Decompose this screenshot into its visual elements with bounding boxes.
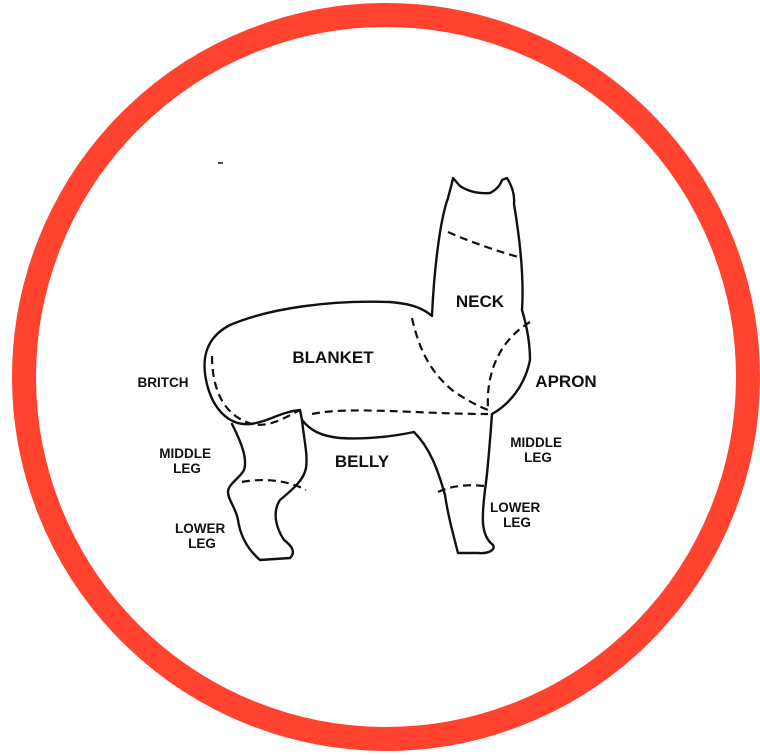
apron-dash (488, 322, 530, 408)
neck-shoulder-dash (412, 318, 488, 410)
label-middle-leg-right: MIDDLE LEG (510, 435, 566, 465)
alpaca-icon (204, 178, 530, 560)
hind-lower-leg-dash (242, 480, 306, 490)
belly-blanket-dash (312, 410, 488, 414)
label-neck: NECK (456, 292, 505, 311)
label-britch: BRITCH (138, 375, 189, 390)
label-middle-leg-left: MIDDLE LEG (159, 446, 215, 476)
label-lower-leg-right: LOWER LEG (490, 500, 544, 530)
label-lower-leg-left: LOWER LEG (175, 521, 229, 551)
britch-dash (212, 356, 300, 425)
label-apron: APRON (535, 372, 596, 391)
alpaca-hind-leg-outline (228, 420, 307, 560)
label-blanket: BLANKET (292, 348, 374, 367)
red-ring-border (24, 15, 748, 739)
label-belly: BELLY (335, 452, 390, 471)
neck-throat-dash (448, 232, 522, 258)
